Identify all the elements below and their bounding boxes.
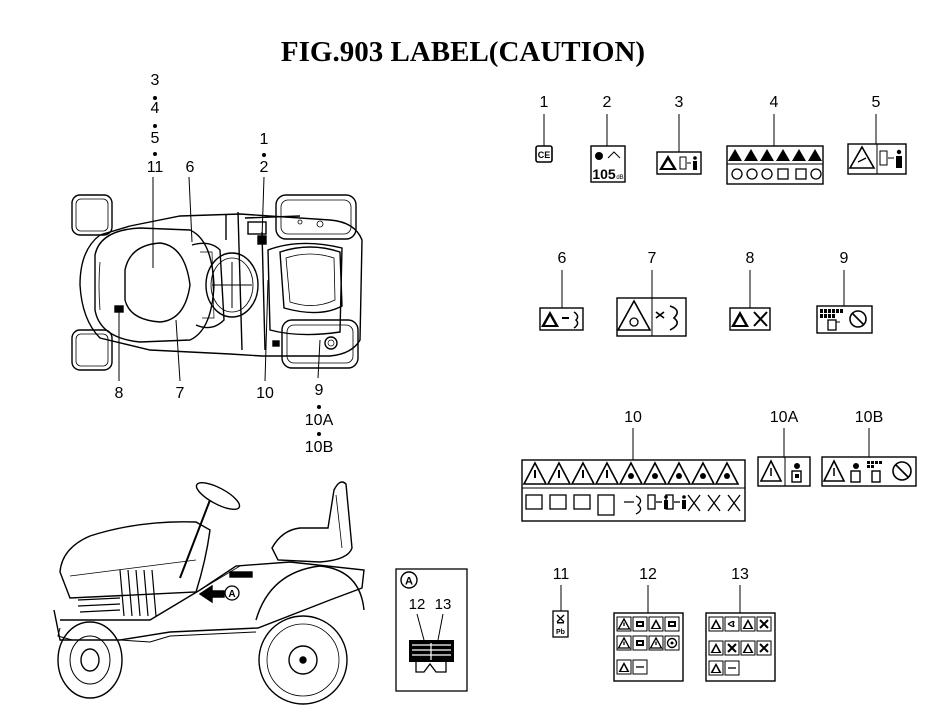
label-12-multi-warning [613, 585, 684, 682]
label-number-6: 6 [557, 250, 567, 267]
callout-dot [153, 152, 157, 156]
label-number-10: 10 [624, 409, 642, 426]
label-number-4: 4 [769, 94, 779, 111]
label-1-ce-mark: CE [535, 114, 553, 163]
label-10B-fuel-warning [821, 428, 917, 487]
label-number-7: 7 [647, 250, 657, 267]
label-number-13: 13 [731, 566, 749, 583]
callout-9: 9 [314, 382, 324, 399]
callout-8: 8 [114, 385, 124, 402]
label-number-11: 11 [552, 566, 570, 583]
inset-marker-a: A [405, 576, 413, 588]
callout-4: 4 [150, 100, 160, 117]
label-number-1: 1 [539, 94, 549, 111]
svg-text:Pb: Pb [556, 629, 565, 636]
callout-dot [153, 96, 157, 100]
svg-text:CE: CE [538, 150, 551, 160]
callout-10: 10 [256, 385, 274, 402]
callout-dot [317, 405, 321, 409]
inset-callout-12: 12 [409, 596, 426, 613]
label-13-multi-warning [705, 585, 776, 682]
label-number-8: 8 [745, 250, 755, 267]
callout-3: 3 [150, 72, 160, 89]
label-number-3: 3 [674, 94, 684, 111]
inset-callout-13: 13 [435, 596, 452, 613]
callout-5: 5 [150, 130, 160, 147]
label-number-2: 2 [602, 94, 612, 111]
mower-side-view [53, 481, 365, 705]
label-10-multi-warning [521, 428, 746, 522]
callout-7: 7 [175, 385, 185, 402]
label-number-5: 5 [871, 94, 881, 111]
label-11-lead-mark: Pb [552, 585, 569, 638]
svg-text:dB: dB [616, 175, 623, 181]
callout-dot [317, 432, 321, 436]
callout-dot [153, 124, 157, 128]
label-9-fuel [816, 270, 873, 334]
callout-10B: 10B [304, 439, 334, 456]
label-8-warning [729, 270, 771, 331]
label-number-9: 9 [839, 250, 849, 267]
label-4-multi-warning [726, 114, 824, 185]
label-3-warning [656, 114, 702, 175]
label-number-10B: 10B [854, 409, 884, 426]
marker-a-letter: A [228, 589, 235, 600]
label-7-warning [616, 270, 687, 337]
callout-dot [262, 153, 266, 157]
svg-text:105: 105 [592, 166, 616, 182]
callout-11: 11 [146, 159, 164, 176]
callout-2: 2 [259, 159, 269, 176]
label-6-warning [539, 270, 584, 331]
label-number-12: 12 [639, 566, 657, 583]
inset-box: A 12 13 [395, 568, 468, 692]
marker-a-circle [224, 585, 240, 601]
figure-title: FIG.903 LABEL(CAUTION) [280, 36, 646, 68]
label-10A-fuel-warning [757, 428, 811, 487]
label-5-warning [847, 114, 907, 175]
callout-1: 1 [259, 131, 269, 148]
label-number-10A: 10A [769, 409, 799, 426]
mower-top-view [71, 176, 363, 382]
callout-6: 6 [185, 159, 195, 176]
callout-10A: 10A [304, 412, 334, 429]
label-2-sound-level: 105 dB [590, 114, 626, 183]
